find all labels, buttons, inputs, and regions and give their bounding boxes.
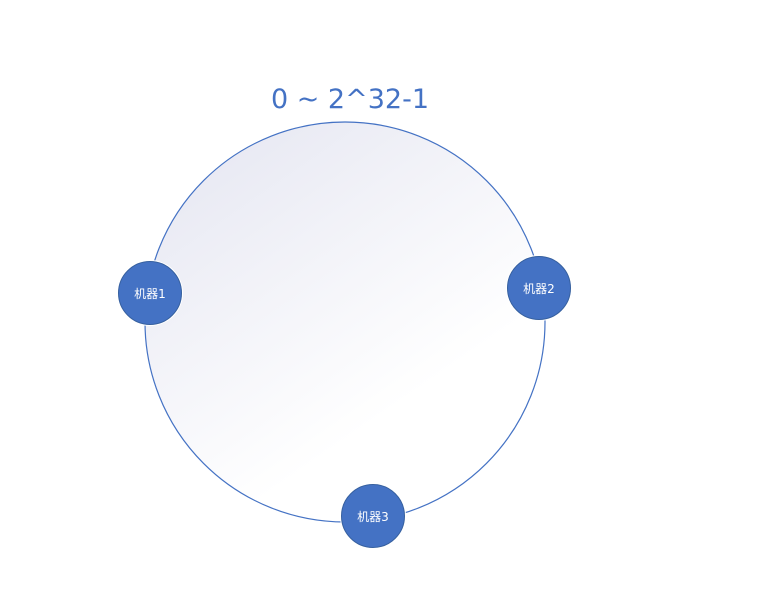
machine-node-1[interactable]: 机器1 [118, 261, 182, 325]
machine-node-1-label: 机器1 [134, 286, 166, 301]
machine-node-3-label: 机器3 [357, 509, 389, 524]
machine-node-3[interactable]: 机器3 [341, 484, 405, 548]
hash-range-title: 0 ~ 2^32-1 [270, 84, 430, 115]
hash-ring-circle [144, 121, 546, 523]
machine-node-2-label: 机器2 [523, 281, 555, 296]
machine-node-2[interactable]: 机器2 [507, 256, 571, 320]
